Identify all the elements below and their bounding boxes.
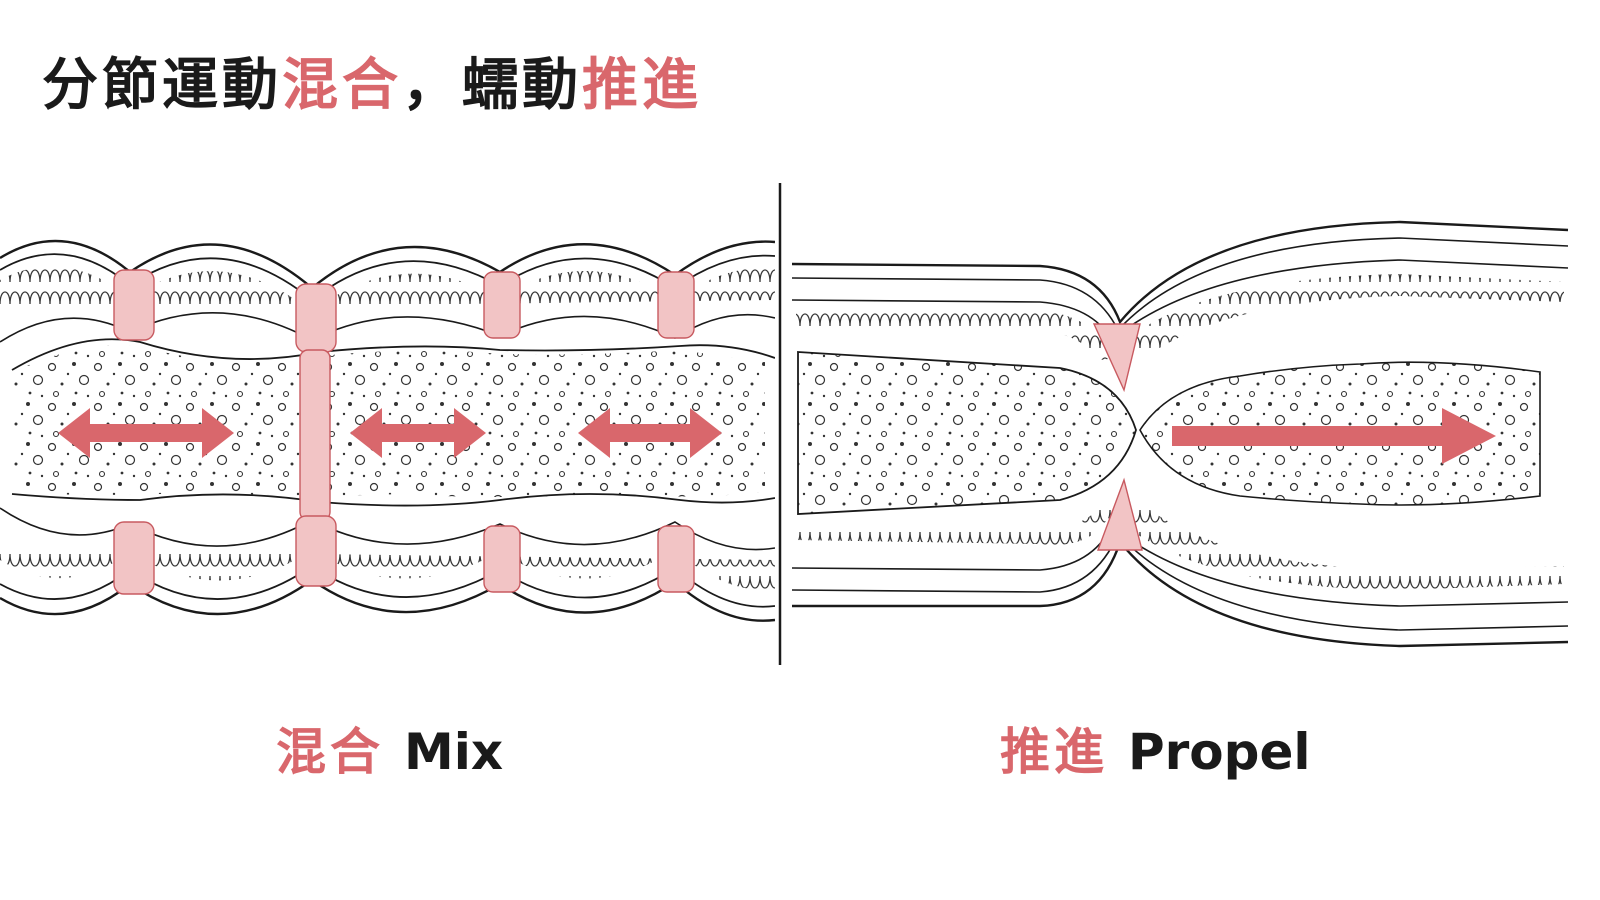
mix-arrow-2 (350, 408, 486, 458)
title-part-propel: 推進 (582, 53, 702, 118)
title-part-segmentation: 分節運動 (42, 53, 282, 118)
title-part-peristalsis: ，蠕動 (402, 53, 582, 118)
muscle-band-1 (113, 269, 155, 595)
muscle-band-2 (295, 283, 337, 587)
propel-arrow (1172, 408, 1496, 464)
chyme-mix (14, 345, 765, 497)
mix-arrow-1 (58, 408, 234, 458)
outer-wall-bottom-right (792, 539, 1569, 648)
muscle-band-3 (483, 271, 521, 593)
title-part-mix: 混合 (282, 53, 402, 118)
label-mix: 混合 Mix (276, 712, 503, 784)
label-mix-en: Mix (404, 723, 504, 781)
label-mix-zh: 混合 (276, 723, 384, 781)
segmentation-panel (0, 239, 775, 622)
muscle-band-4 (657, 271, 695, 593)
lumen-top (11, 338, 775, 371)
peristalsis-panel (791, 220, 1569, 648)
chyme-bolus (797, 351, 1137, 515)
outer-wall-top-right (791, 220, 1569, 325)
mix-arrow-3 (578, 408, 722, 458)
label-propel-en: Propel (1128, 723, 1311, 781)
page-title: 分節運動混合，蠕動推進 (42, 40, 702, 121)
label-propel-zh: 推進 (1000, 723, 1108, 781)
peristaltic-muscle (1092, 323, 1143, 551)
label-propel: 推進 Propel (1000, 712, 1311, 784)
lumen-bottom (11, 493, 775, 507)
